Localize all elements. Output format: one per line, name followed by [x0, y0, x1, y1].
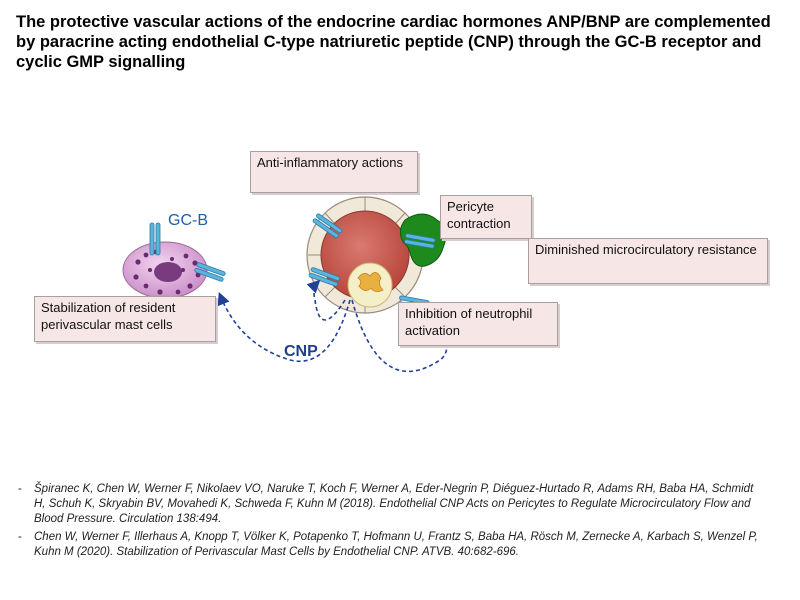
gc-b-label: GC-B [168, 212, 208, 229]
receptor-icon [312, 213, 343, 239]
reference-bullet: - [18, 531, 22, 543]
receptor-icon [404, 233, 436, 249]
microcirculatory-box: Diminished microcirculatory resistance [528, 238, 768, 284]
mast-cells-label: Stabilization of resident perivascular m… [41, 300, 176, 332]
references: - Špiranec K, Chen W, Werner F, Nikolaev… [18, 482, 758, 563]
reference-text: Chen W, Werner F, Illerhaus A, Knopp T, … [34, 531, 758, 558]
anti-inflammatory-label: Anti-inflammatory actions [257, 155, 403, 170]
neutrophil-box: Inhibition of neutrophil activation [398, 302, 558, 346]
reference-bullet: - [18, 483, 22, 495]
receptor-icon [149, 222, 161, 256]
receptor-icon [308, 267, 340, 287]
mast-cell [122, 241, 208, 299]
pericyte-contraction-box: Pericyte contraction [440, 195, 532, 239]
reference-item: - Chen W, Werner F, Illerhaus A, Knopp T… [18, 530, 758, 560]
pericyte-contraction-label: Pericyte contraction [447, 199, 511, 231]
page-title: The protective vascular actions of the e… [16, 13, 771, 71]
microcirculatory-label: Diminished microcirculatory resistance [535, 242, 757, 257]
cnp-arrow-to-endothelium [306, 279, 346, 321]
mast-cells-box: Stabilization of resident perivascular m… [34, 296, 216, 342]
reference-text: Špiranec K, Chen W, Werner F, Nikolaev V… [34, 483, 754, 525]
neutrophil-label: Inhibition of neutrophil activation [405, 306, 533, 338]
neutrophil [347, 262, 393, 308]
receptor-icon [194, 262, 226, 282]
cnp-arrow-to-mast-cell [217, 292, 351, 362]
anti-inflammatory-box: Anti-inflammatory actions [250, 151, 418, 193]
cnp-label: CNP [284, 343, 318, 360]
reference-item: - Špiranec K, Chen W, Werner F, Nikolaev… [18, 482, 758, 527]
